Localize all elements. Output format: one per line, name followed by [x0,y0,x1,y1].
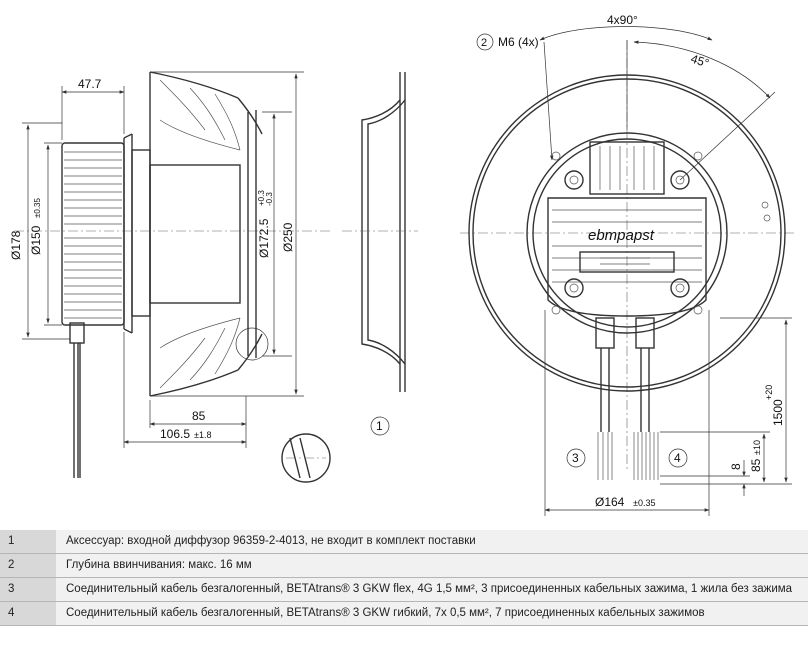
dim-w106-5-tol: ±1.8 [194,430,211,440]
housing-fins [552,209,702,283]
dim-len1500-tol: +20 [764,385,774,400]
note-row: 2 Глубина ввинчивания: макс. 16 мм [0,553,808,578]
front-view: ebmpapst [460,13,796,516]
technical-drawing: Ø178 Ø150 ±0.35 47.7 Ø172.5 +0.3 -0.3 Ø2… [9,13,796,516]
dim-len1500: 1500 [771,399,785,426]
note-row: 4 Соединительный кабель безгалогенный, B… [0,601,808,626]
dim-d172-5-tol-up: +0.3 [257,190,266,206]
note-number: 4 [0,601,56,626]
note-text: Соединительный кабель безгалогенный, BET… [56,601,808,626]
note-number: 3 [0,577,56,602]
dim-len85: 85 [749,458,763,472]
dim-w85: 85 [192,409,206,423]
mounting-holes [551,151,703,315]
impeller-blades [159,79,241,389]
dim-d150-tol: ±0.35 [33,197,42,218]
note-text: Аксессуар: входной диффузор 96359-2-4013… [56,530,808,554]
dim-w47-7: 47.7 [78,77,102,91]
callout-2: 2 [481,37,487,49]
thread-label: M6 (4x) [498,35,539,49]
note-text: Глубина ввинчивания: макс. 16 мм [56,553,808,578]
side-view: Ø178 Ø150 ±0.35 47.7 Ø172.5 +0.3 -0.3 Ø2… [9,71,330,478]
cable-wires [597,432,659,480]
note-row: 1 Аксессуар: входной диффузор 96359-2-40… [0,530,808,554]
note-text: Соединительный кабель безгалогенный, BET… [56,577,808,602]
dim-ang4x90: 4x90° [607,13,638,27]
dim-d164-tol: ±0.35 [633,498,655,508]
detail-view [281,433,331,483]
note-row: 3 Соединительный кабель безгалогенный, B… [0,577,808,602]
inlet-diffuser-view: 1 [342,72,418,436]
callout-4: 4 [674,451,681,465]
note-number: 1 [0,530,56,554]
dim-d250: Ø250 [281,222,295,252]
callout-3: 3 [572,451,579,465]
dim-d164: Ø164 [595,495,625,509]
dim-len8: 8 [729,463,743,470]
notes-table: 1 Аксессуар: входной диффузор 96359-2-40… [0,530,808,626]
dim-w106-5: 106.5 [160,427,190,441]
dim-d172-5-tol-dn: -0.3 [265,192,274,206]
dim-d150: Ø150 [29,225,43,255]
dim-len85-tol: ±10 [752,440,762,455]
brand-logo: ebmpapst [588,227,655,244]
dim-ang45: 45° [689,52,711,71]
dim-d178: Ø178 [9,230,23,260]
note-number: 2 [0,553,56,578]
dim-d172-5: Ø172.5 [257,218,271,258]
callout-1: 1 [376,419,383,433]
cooling-fins [64,151,122,319]
